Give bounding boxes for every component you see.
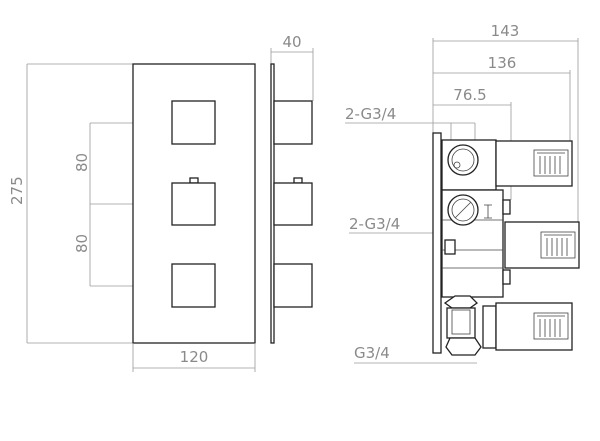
front-view: 275 80 80 120 xyxy=(8,63,256,372)
height-label: 275 xyxy=(8,176,26,205)
side-knob-bottom xyxy=(273,263,313,308)
hot-marker-icon xyxy=(484,204,492,219)
section-knob-middle xyxy=(504,221,580,269)
width-label: 120 xyxy=(180,348,209,366)
top-inlet-label: 2-G3/4 xyxy=(345,105,396,123)
front-knob-middle xyxy=(171,182,216,226)
bottom-outlet-label: G3/4 xyxy=(354,344,390,362)
front-knob-top xyxy=(171,100,216,145)
overall-depth-label: 143 xyxy=(491,22,520,40)
spacing-bottom-label: 80 xyxy=(73,234,91,253)
section-knob-bottom xyxy=(495,302,573,351)
section-knob-top xyxy=(495,140,573,187)
spacing-top-label: 80 xyxy=(73,153,91,172)
middle-inlet-label: 2-G3/4 xyxy=(349,215,400,233)
side-knob-middle xyxy=(273,182,313,226)
top-inlet-port xyxy=(447,144,479,176)
side-view: 40 xyxy=(270,33,314,344)
bottom-outlet-fitting xyxy=(446,307,476,339)
section-view: 143 136 76.5 2-G3/4 2-G3/4 G3/4 xyxy=(345,22,580,364)
body-depth-label: 76.5 xyxy=(453,86,486,104)
front-knob-indicator xyxy=(189,177,199,184)
side-knob-top xyxy=(273,100,313,145)
knob-depth-label: 136 xyxy=(488,54,517,72)
depth-label: 40 xyxy=(282,33,301,51)
front-knob-bottom xyxy=(171,263,216,308)
section-plate xyxy=(432,132,442,354)
